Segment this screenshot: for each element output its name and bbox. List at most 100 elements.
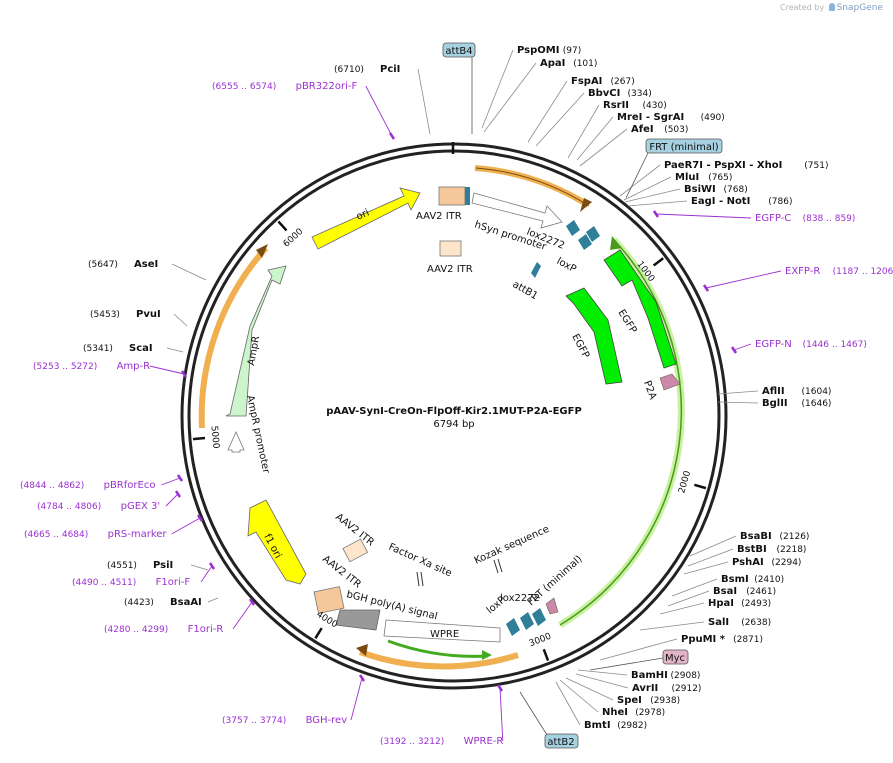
enzyme-name: PvuI <box>136 309 161 320</box>
enzyme-leader-line <box>166 347 184 353</box>
kozak-mark-b <box>497 558 503 573</box>
egfp-arrow-outer <box>603 249 677 369</box>
primer-mark <box>174 490 182 498</box>
tick-mark <box>277 220 288 232</box>
enzyme-position: (5647) <box>88 260 118 270</box>
frt-top-box: FRT (minimal) <box>625 138 723 199</box>
enzyme-position: (490) <box>701 113 725 123</box>
enzyme-name: FspAI <box>571 76 602 87</box>
enzyme-leader-line <box>717 390 759 395</box>
enzyme-position: (267) <box>611 77 635 87</box>
enzyme-leader-line <box>717 401 759 404</box>
loxp-block-1a <box>578 234 592 250</box>
factor-xa-mark-b <box>420 571 424 587</box>
primer-name: EGFP-N <box>755 339 792 350</box>
enzyme-name: EagI - NotI <box>691 196 750 207</box>
primer-mark <box>208 562 216 570</box>
orange-arc-left-head <box>256 244 268 258</box>
enzyme-name: ScaI <box>129 343 153 354</box>
kir-arc-head <box>610 236 622 250</box>
enzyme-name: PspOMI <box>517 45 559 56</box>
enzyme-leader-line <box>579 128 628 167</box>
enzyme-site: BsaI(2461) <box>667 586 776 607</box>
enzyme-site: AvrII(2912) <box>575 673 701 694</box>
tick-label: 5000 <box>208 425 220 449</box>
lox2272-block-2a <box>520 612 534 630</box>
enzyme-position: (2218) <box>777 545 807 555</box>
enzyme-leader-line <box>481 49 514 129</box>
enzyme-leader-line <box>577 669 628 676</box>
enzyme-site: (4551) PsiI <box>107 560 209 571</box>
primer-mark <box>176 474 184 482</box>
enzyme-site: SalI(2638) <box>639 617 771 631</box>
wpre-block <box>383 619 501 643</box>
tick-label: 2000 <box>677 470 693 495</box>
attb2-box: attB2 <box>519 691 579 749</box>
tick-mark <box>694 483 707 490</box>
primer-leader-line <box>149 365 185 375</box>
enzyme-site: SpeI(2938) <box>565 677 680 706</box>
enzyme-leader-line <box>667 590 710 607</box>
wpre-green-line <box>387 639 489 658</box>
primer-site: EGFP-N (1446 .. 1467) <box>730 339 867 354</box>
enzyme-name: BsaAI <box>170 597 202 608</box>
attb4-box: attB4 <box>442 42 476 134</box>
enzyme-leader-line <box>190 564 209 571</box>
tick-label: 3000 <box>528 632 553 650</box>
enzyme-leader-line <box>627 200 688 207</box>
enzyme-position: (751) <box>804 161 828 171</box>
enzyme-site: (5647)AseI <box>88 259 207 281</box>
enzyme-leader-line <box>527 80 568 143</box>
enzyme-name: ApaI <box>540 58 565 69</box>
enzyme-position: (5453) <box>90 310 120 320</box>
enzyme-name: AvrII <box>632 683 658 694</box>
egfp-label-1: EGFP <box>615 308 638 336</box>
primer-range: (1187 .. 1206) <box>833 267 893 277</box>
enzyme-position: (4551) <box>107 561 137 571</box>
enzyme-site: RsrII(430) <box>567 100 667 159</box>
primer-leader-line <box>171 517 201 535</box>
enzyme-name: SalI <box>708 617 729 628</box>
primer-range: (4784 .. 4806) <box>37 502 101 512</box>
primer-leader-line <box>499 687 504 742</box>
credit-label: Created by SnapGene <box>780 3 883 13</box>
primer-name: F1ori-F <box>156 577 191 588</box>
enzyme-name: PciI <box>380 64 400 75</box>
enzyme-position: (1646) <box>802 399 832 409</box>
enzyme-position: (503) <box>664 125 688 135</box>
enzyme-name: BmtI <box>584 720 611 731</box>
aav2-itr-bottom-inner <box>342 538 369 563</box>
ampr-arrow <box>225 265 287 417</box>
lox-block-top <box>465 187 470 205</box>
primer-range: (3192 .. 3212) <box>380 737 444 747</box>
loxp-block-1b <box>586 226 600 242</box>
primer-mark <box>358 674 366 682</box>
enzyme-position: (2982) <box>617 721 647 731</box>
ampr-promoter-arrow <box>227 431 245 453</box>
primer-range: (4844 .. 4862) <box>20 481 84 491</box>
enzyme-leader-line <box>173 313 188 327</box>
enzyme-leader-line <box>555 681 581 726</box>
ori-arrow <box>311 187 421 250</box>
lox2272-label-2: lox2272 <box>500 593 540 604</box>
enzyme-site: MreI - SgrAI(490) <box>576 112 725 161</box>
enzyme-site: BbvCI(334) <box>535 88 652 147</box>
tick-label: 4000 <box>314 610 339 631</box>
enzyme-position: (2493) <box>741 599 771 609</box>
enzyme-position: (2410) <box>754 575 784 585</box>
enzyme-name: AfeI <box>631 124 654 135</box>
enzyme-name: PsiI <box>153 560 173 571</box>
enzyme-position: (2938) <box>650 696 680 706</box>
primer-range: (1446 .. 1467) <box>803 340 867 350</box>
enzyme-leader-line <box>687 548 734 567</box>
enzyme-position: (334) <box>628 89 652 99</box>
enzyme-site: PspOMI(97) <box>481 45 581 129</box>
enzyme-site: PaeR7I - PspXI - XhoI(751) <box>619 160 829 197</box>
enzyme-site: ApaI(101) <box>483 58 597 133</box>
lox2272-block-2b <box>532 608 546 626</box>
enzyme-site: MluI(765) <box>623 172 732 201</box>
enzyme-name: BsaI <box>713 586 737 597</box>
